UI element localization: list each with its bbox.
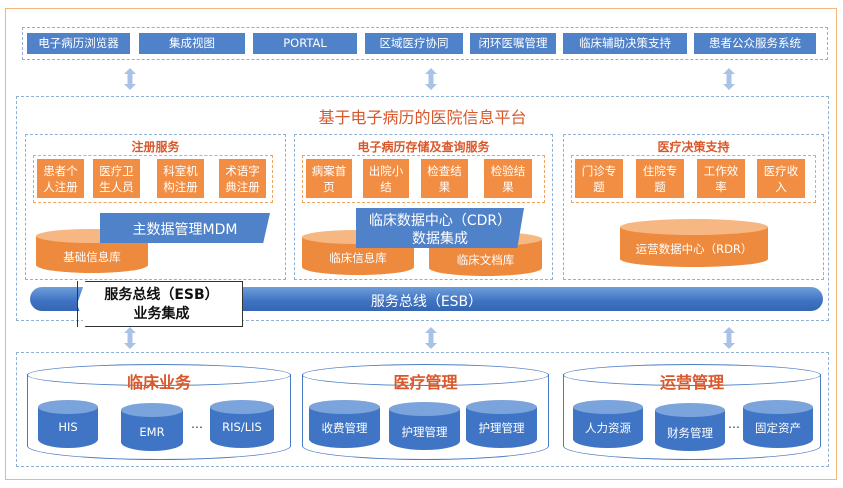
decision-items-group [571, 155, 816, 203]
hr-db-label: 人力资源 [585, 421, 631, 435]
bottom-systems-box [16, 352, 829, 467]
top-system-portal[interactable]: PORTAL [253, 33, 357, 54]
nursing-db-2: 护理管理 [466, 400, 537, 448]
billing-db-label: 收费管理 [321, 421, 368, 435]
nursing-db-2-label: 护理管理 [478, 421, 525, 435]
emr-db-label: EMR [139, 425, 165, 439]
emr-db: EMR [121, 403, 183, 451]
registration-item-terms[interactable]: 术语字典注册 [219, 159, 266, 198]
decision-panel [563, 134, 824, 280]
mdm-banner [100, 213, 270, 243]
hr-db: 人力资源 [573, 400, 643, 448]
double-arrow-icon [723, 327, 735, 349]
top-system-regional[interactable]: 区域医疗协同 [365, 33, 463, 54]
ris-lis-db: RIS/LIS [210, 400, 274, 448]
top-system-cdss[interactable]: 临床辅助决策支持 [563, 33, 687, 54]
storage-items-group [302, 155, 545, 203]
medical-management-title: 医疗管理 [393, 373, 458, 392]
platform-box [16, 96, 829, 321]
double-arrow-icon [124, 327, 136, 349]
storage-item-frontpage[interactable]: 病案首页 [306, 159, 352, 198]
top-system-closed-loop[interactable]: 闭环医嘱管理 [470, 33, 556, 54]
basic-info-db-label: 基础信息库 [63, 250, 121, 264]
fixed-assets-db: 固定资产 [743, 400, 813, 448]
double-arrow-icon [425, 68, 437, 90]
cdr-label-line2: 数据集成 [412, 231, 468, 247]
registration-item-staff[interactable]: 医疗卫生人员 [93, 159, 140, 198]
decision-title: 医疗决策支持 [657, 140, 730, 154]
top-systems-row [22, 27, 828, 60]
esb-bar-label: 服务总线（ESB） [370, 294, 483, 310]
esb-callout-line1: 服务总线（ESB） [104, 287, 219, 303]
outer-frame [5, 8, 837, 480]
rdr-db-label: 运营数据中心（RDR） [635, 242, 753, 256]
decision-item-inpatient[interactable]: 住院专题 [636, 159, 684, 198]
esb-callout-line2: 业务集成 [133, 306, 190, 322]
platform-title: 基于电子病历的医院信息平台 [318, 108, 527, 127]
rdr-db: 运营数据中心（RDR） [620, 219, 768, 267]
decision-item-income[interactable]: 医疗收入 [757, 159, 805, 198]
finance-db-label: 财务管理 [667, 426, 713, 440]
clinical-ellipsis: … [191, 417, 203, 431]
operations-ellipsis: … [728, 417, 740, 431]
clinical-business-title: 临床业务 [126, 373, 191, 392]
double-arrow-icon [723, 68, 735, 90]
storage-item-discharge[interactable]: 出院小结 [363, 159, 409, 198]
mdm-label: 主数据管理MDM [132, 222, 238, 238]
top-system-public-service[interactable]: 患者公众服务系统 [694, 33, 816, 54]
registration-item-dept[interactable]: 科室机构注册 [157, 159, 204, 198]
nursing-db-1: 护理管理 [389, 402, 460, 450]
esb-callout-notch [77, 281, 87, 327]
cdr-banner [356, 208, 524, 248]
storage-item-exam[interactable]: 检查结果 [421, 159, 468, 198]
his-db: HIS [38, 400, 98, 448]
cdr-label-line1: 临床数据中心（CDR） [368, 213, 512, 229]
top-system-emr-browser[interactable]: 电子病历浏览器 [27, 33, 130, 54]
nursing-db-1-label: 护理管理 [401, 425, 448, 439]
storage-panel [294, 134, 553, 280]
operations-management-title: 运营管理 [659, 373, 724, 392]
double-arrow-icon [425, 327, 437, 349]
storage-title: 电子病历存储及查询服务 [357, 140, 490, 154]
decision-item-outpatient[interactable]: 门诊专题 [575, 159, 623, 198]
registration-panel [25, 134, 286, 280]
top-system-integrated-view[interactable]: 集成视图 [139, 33, 245, 54]
esb-callout [77, 281, 243, 327]
billing-db: 收费管理 [309, 400, 380, 448]
his-db-label: HIS [58, 420, 78, 434]
registration-item-patient[interactable]: 患者个人注册 [37, 159, 84, 198]
finance-db: 财务管理 [655, 403, 725, 451]
registration-title: 注册服务 [131, 140, 180, 154]
clinical-info-db-label: 临床信息库 [329, 251, 387, 265]
double-arrow-icon [124, 68, 136, 90]
storage-item-lab[interactable]: 检验结果 [484, 159, 532, 198]
fixed-assets-db-label: 固定资产 [755, 421, 801, 435]
clinical-doc-db-label: 临床文档库 [456, 253, 515, 267]
ris-lis-db-label: RIS/LIS [222, 420, 262, 434]
registration-items-group [33, 155, 273, 203]
decision-item-efficiency[interactable]: 工作效率 [697, 159, 745, 198]
